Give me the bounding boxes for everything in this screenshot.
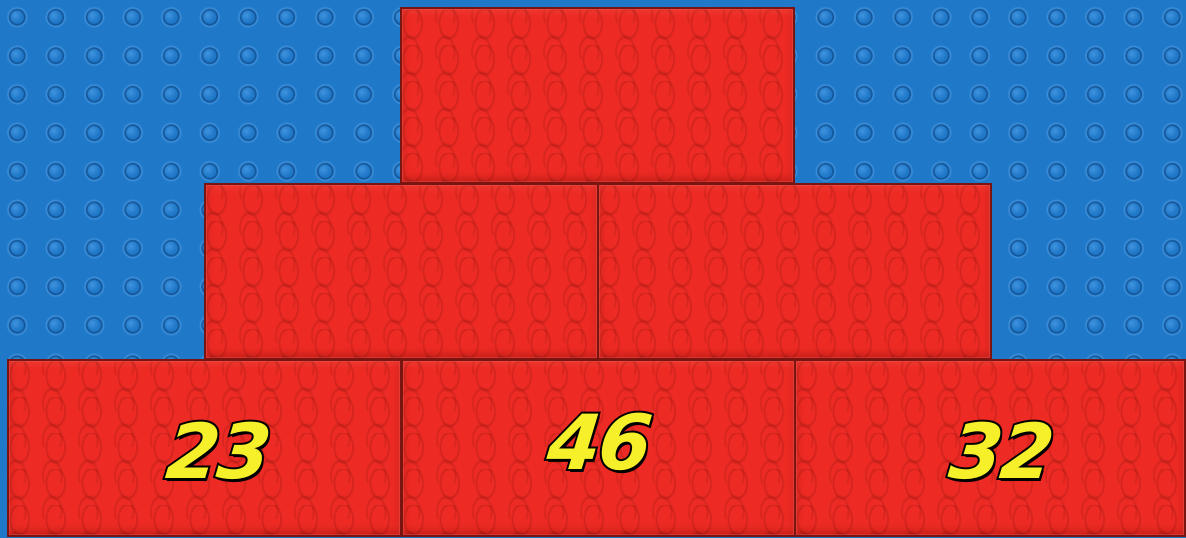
brick-bottom-middle-number: 46 (544, 405, 654, 481)
brick-bottom-left[interactable]: 23 (7, 359, 402, 537)
brick-bottom-left-number: 23 (163, 414, 273, 490)
brick-bottom-middle[interactable]: 46 (401, 359, 796, 537)
brick-top[interactable] (400, 7, 795, 184)
brick-middle-left[interactable] (204, 183, 599, 360)
brick-bottom-right-number: 32 (946, 414, 1056, 490)
brick-bottom-right[interactable]: 32 (794, 359, 1186, 537)
brick-middle-right[interactable] (597, 183, 992, 360)
